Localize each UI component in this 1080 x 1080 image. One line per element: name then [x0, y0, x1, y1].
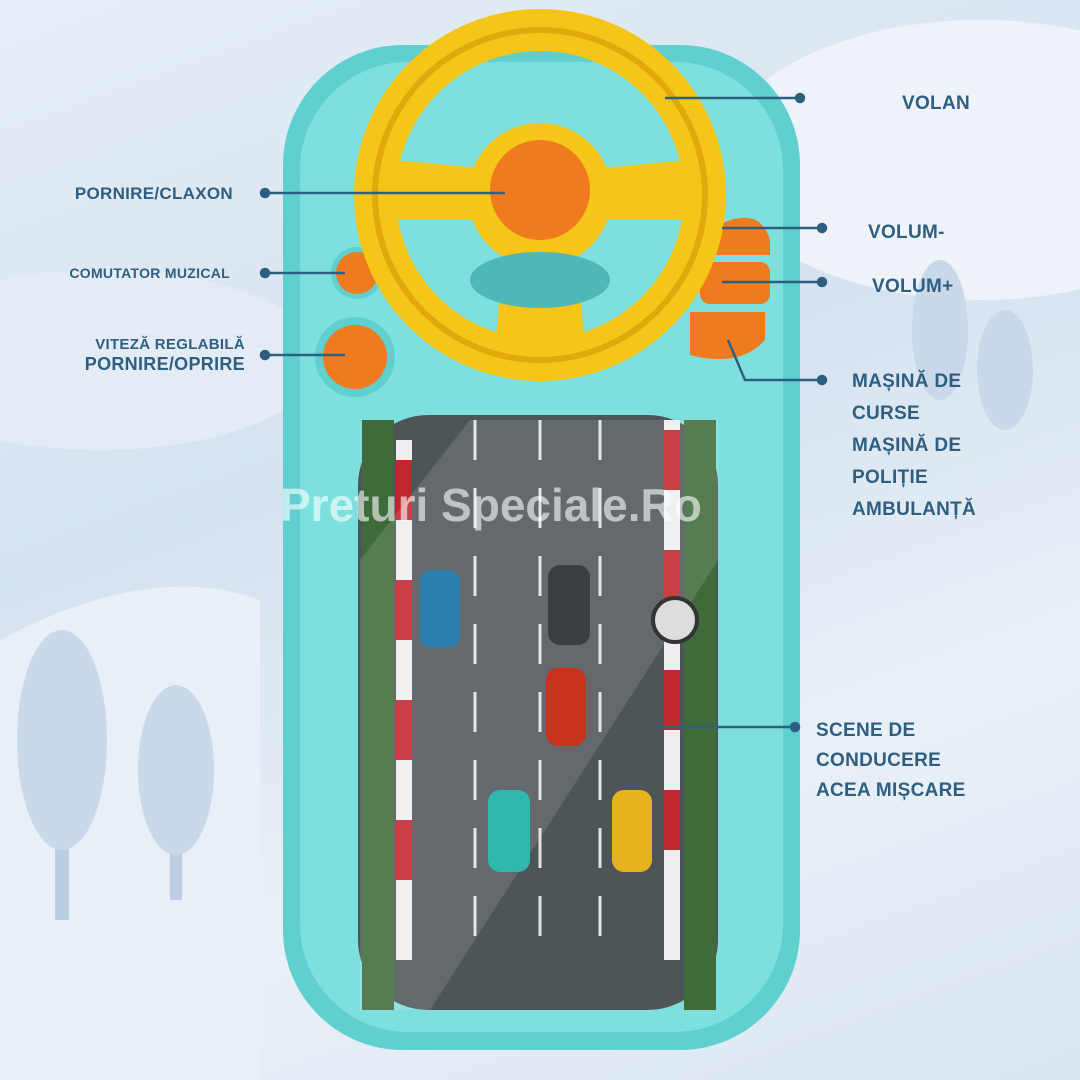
label-masini: MAȘINĂ DE CURSE MAȘINĂ DE POLIȚIE AMBULA…	[852, 366, 976, 526]
speaker-grille	[470, 252, 610, 308]
label-masini-line: MAȘINĂ DE	[852, 435, 962, 456]
callout-lines	[259, 92, 828, 733]
label-viteza: VITEZĂ REGLABILĂ PORNIRE/OPRIRE	[20, 336, 245, 376]
lane-markings	[473, 420, 602, 960]
curb-left	[396, 440, 412, 960]
speedometer-icon	[651, 596, 699, 644]
label-scene: SCENE DE CONDUCERE ACEA MIȘCARE	[816, 716, 966, 806]
label-masini-line: MAȘINĂ DE	[852, 371, 962, 392]
label-scene-line: ACEA MIȘCARE	[816, 780, 966, 801]
car-icon	[420, 565, 652, 872]
screen-glare	[360, 420, 718, 1010]
grass-left	[362, 420, 394, 1010]
watermark: Preturi Speciale.Ro	[280, 479, 702, 531]
grass-right	[684, 420, 716, 1010]
background-hill	[0, 270, 320, 450]
label-viteza-line2: PORNIRE/OPRIRE	[84, 354, 245, 374]
curb-right	[664, 420, 680, 960]
tree-icon	[17, 260, 1033, 920]
label-volum-plus: VOLUM+	[872, 276, 954, 297]
car-select-button[interactable]	[690, 312, 765, 360]
label-comutator-muzical: COMUTATOR MUZICAL	[69, 265, 230, 281]
label-volan: VOLAN	[902, 93, 970, 114]
label-scene-line: SCENE DE	[816, 720, 916, 741]
background-hill	[720, 20, 1080, 300]
speed-power-knob[interactable]	[323, 325, 387, 389]
label-masini-line: POLIȚIE	[852, 467, 928, 488]
label-pornire-claxon: PORNIRE/CLAXON	[74, 184, 233, 203]
label-masini-line: CURSE	[852, 403, 921, 424]
label-volum-minus: VOLUM-	[868, 222, 945, 243]
label-scene-line: CONDUCERE	[816, 750, 942, 771]
label-masini-line: AMBULANȚĂ	[852, 499, 977, 520]
label-viteza-line1: VITEZĂ REGLABILĂ	[95, 336, 245, 353]
horn-start-button[interactable]	[490, 140, 590, 240]
